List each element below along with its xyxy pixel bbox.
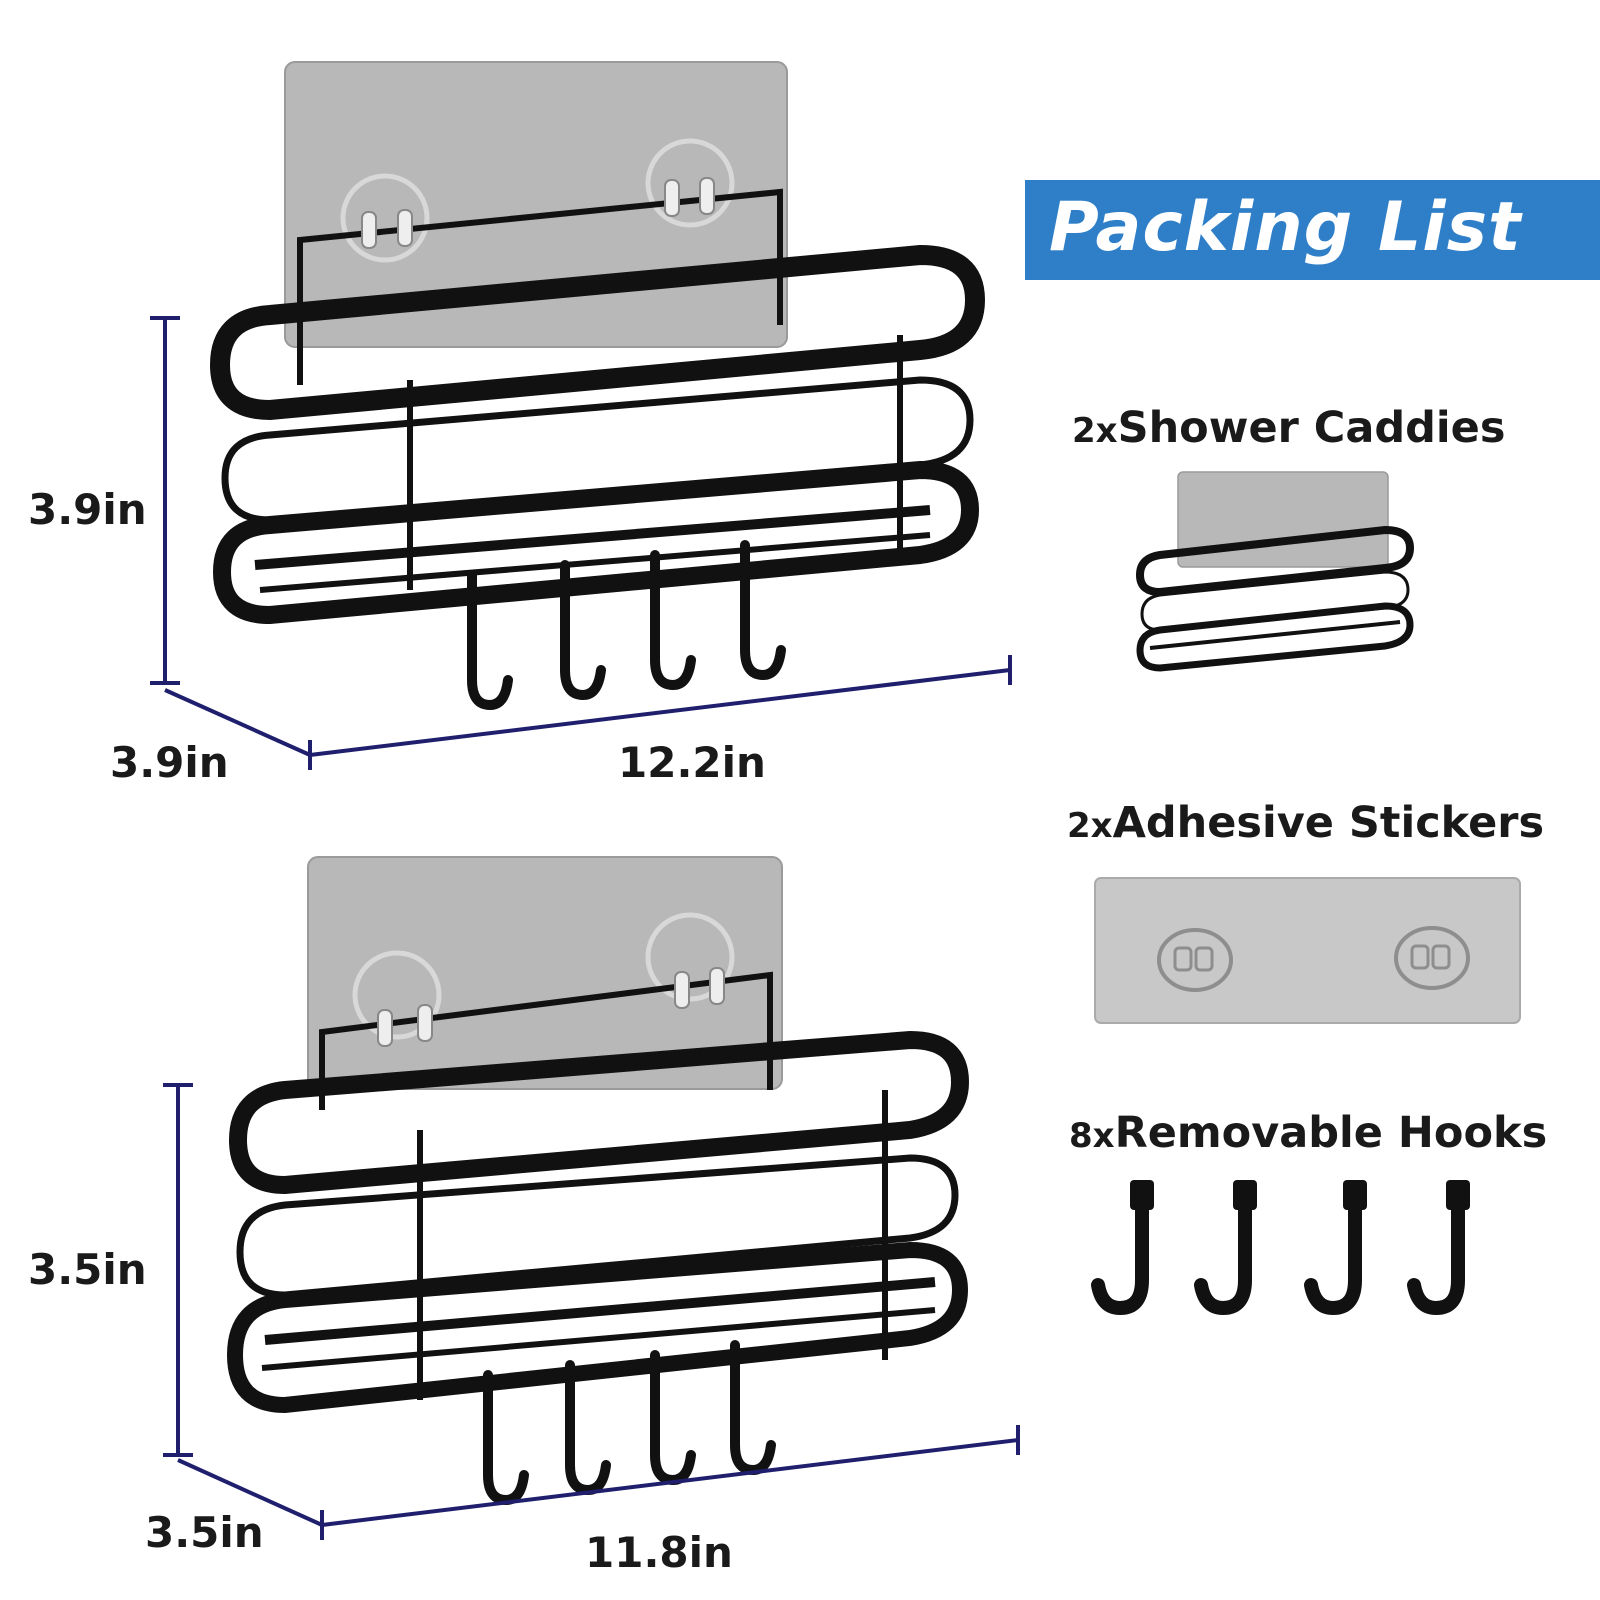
packing-item-qty: 2x <box>1072 411 1118 451</box>
large-caddy-width-label: 12.2in <box>618 738 766 787</box>
hook-icon <box>1091 1183 1149 1316</box>
packing-item-shower-caddies: 2xShower Caddies <box>1072 403 1505 453</box>
packing-item-qty: 2x <box>1067 806 1113 846</box>
packing-item-name: Removable Hooks <box>1114 1108 1548 1158</box>
packing-list-title: Packing List <box>1049 188 1522 267</box>
large-caddy-height-label: 3.9in <box>28 485 147 534</box>
packing-item-name: Shower Caddies <box>1117 403 1506 453</box>
hook-icon <box>1407 1183 1465 1316</box>
small-caddy-width-label: 11.8in <box>585 1528 733 1577</box>
packing-item-name: Adhesive Stickers <box>1112 798 1545 848</box>
packing-item-adhesive-stickers: 2xAdhesive Stickers <box>1067 798 1544 848</box>
packing-list-banner: Packing List <box>1025 180 1600 280</box>
large-caddy-depth-label: 3.9in <box>110 738 229 787</box>
hook-icon <box>1194 1183 1252 1316</box>
packing-item-removable-hooks: 8xRemovable Hooks <box>1069 1108 1547 1158</box>
packing-item-qty: 8x <box>1069 1116 1115 1156</box>
hook-icon <box>1304 1183 1362 1316</box>
small-caddy-depth-label: 3.5in <box>145 1508 264 1557</box>
small-caddy-height-label: 3.5in <box>28 1245 147 1294</box>
